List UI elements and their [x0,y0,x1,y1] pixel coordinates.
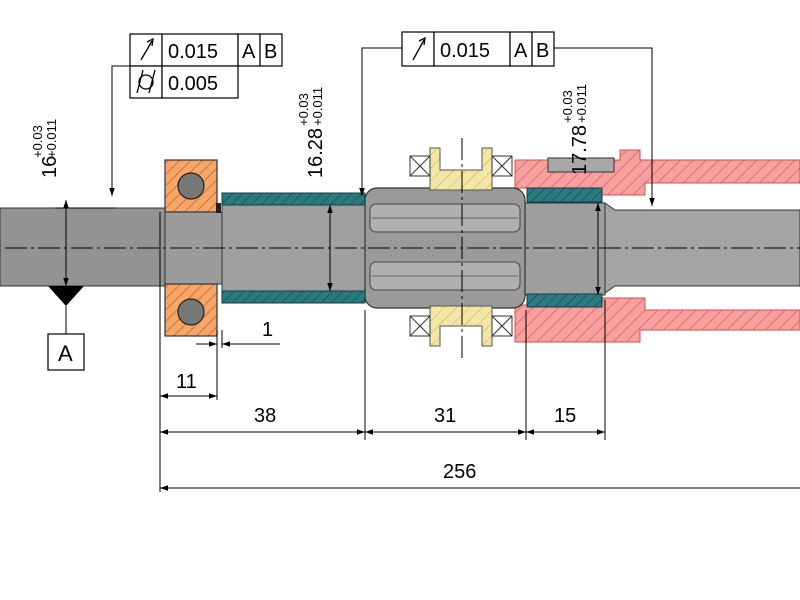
d1-nominal: 16 [39,156,61,178]
diameter-dimensions [55,200,601,295]
d1-lower: +0.011 [44,119,59,158]
fcf-right-datum-b: B [536,40,549,62]
d3-nominal: 17.78 [569,125,591,175]
feature-control-frame-right: 0.015 A B [401,31,555,67]
dim-segment-38: 38 [254,405,276,427]
datum-a: A [47,286,85,371]
feature-control-frame-left: 0.015 A B 0.005 [129,33,283,99]
runout-icon [412,36,426,61]
diameter-label-1: 16 +0.03 +0.011 [30,119,61,178]
datum-a-label: A [58,341,73,366]
axial-dimensions [159,212,800,492]
d2-lower: +0.011 [310,87,325,126]
d2-upper: +0.03 [296,93,311,126]
diameter-label-3: 17.78 +0.03 +0.011 [560,84,591,175]
cylindricity-icon [136,69,156,94]
fcf-left-datum-a: A [242,41,256,63]
dim-bearing-width: 11 [176,371,197,393]
ball-bearing [164,159,221,337]
fcf-left-runout-value: 0.015 [168,41,218,63]
dim-segment-31: 31 [434,405,456,427]
diameter-label-2: 16.28 +0.03 +0.011 [296,87,327,178]
gear-assembly [409,147,513,347]
bearing-ball-bottom [177,298,205,326]
fcf-left-datum-b: B [264,41,277,63]
fcf-right-datum-a: A [514,40,528,62]
fcf-leaders [109,47,655,206]
fcf-right-runout-value: 0.015 [440,40,490,62]
d3-upper: +0.03 [560,90,575,123]
sleeves [221,187,603,308]
d2-nominal: 16.28 [305,128,327,178]
dim-overall-256: 256 [443,461,476,483]
housing-key [547,157,615,173]
bearing-ball-top [177,172,205,200]
d1-upper: +0.03 [30,125,45,158]
housing [514,149,800,343]
fcf-left-cylindricity-value: 0.005 [168,73,218,95]
dim-gap-1: 1 [262,319,273,341]
runout-icon [140,37,154,61]
d3-lower: +0.011 [574,84,589,123]
dim-segment-15: 15 [554,405,576,427]
center-lines [5,138,800,360]
